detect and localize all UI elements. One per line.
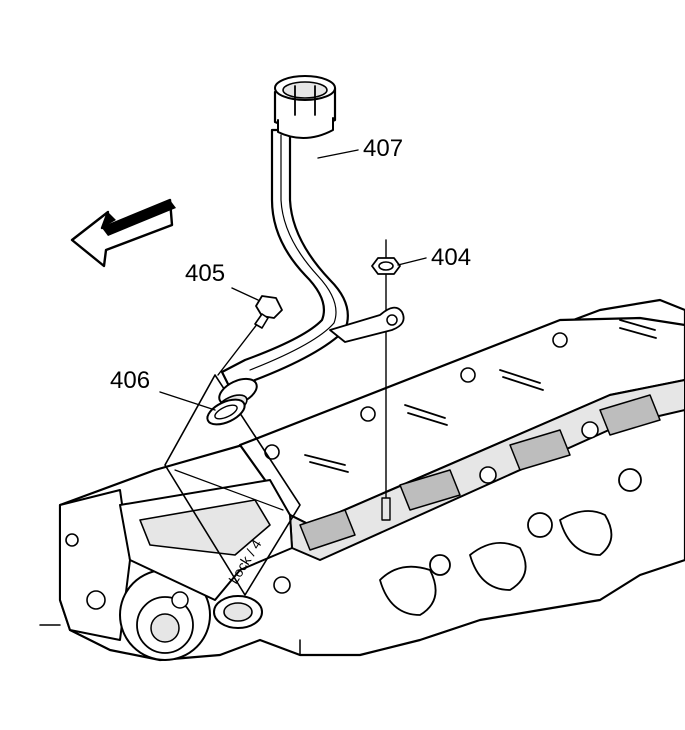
callout-405: 405 bbox=[185, 260, 225, 287]
callout-404: 404 bbox=[431, 244, 471, 271]
cam-sprocket bbox=[119, 569, 211, 661]
leader-lines bbox=[159, 149, 427, 411]
callout-406: 406 bbox=[110, 367, 150, 394]
leader-406 bbox=[159, 391, 216, 411]
front-arrow-icon bbox=[70, 198, 176, 268]
o-ring-406 bbox=[206, 398, 246, 426]
callout-407: 407 bbox=[363, 135, 403, 162]
oil-fill-tube bbox=[216, 75, 405, 416]
callout-labels: 407 404 405 406 bbox=[110, 135, 471, 394]
leader-407 bbox=[317, 149, 359, 159]
bolt-405 bbox=[217, 295, 283, 376]
nut-404-assembly bbox=[371, 239, 401, 521]
coil-pads bbox=[299, 394, 661, 551]
leader-405 bbox=[231, 287, 259, 301]
leader-404 bbox=[397, 257, 427, 266]
bolt-head-icon bbox=[255, 295, 283, 319]
engine-head-assembly bbox=[39, 298, 685, 662]
